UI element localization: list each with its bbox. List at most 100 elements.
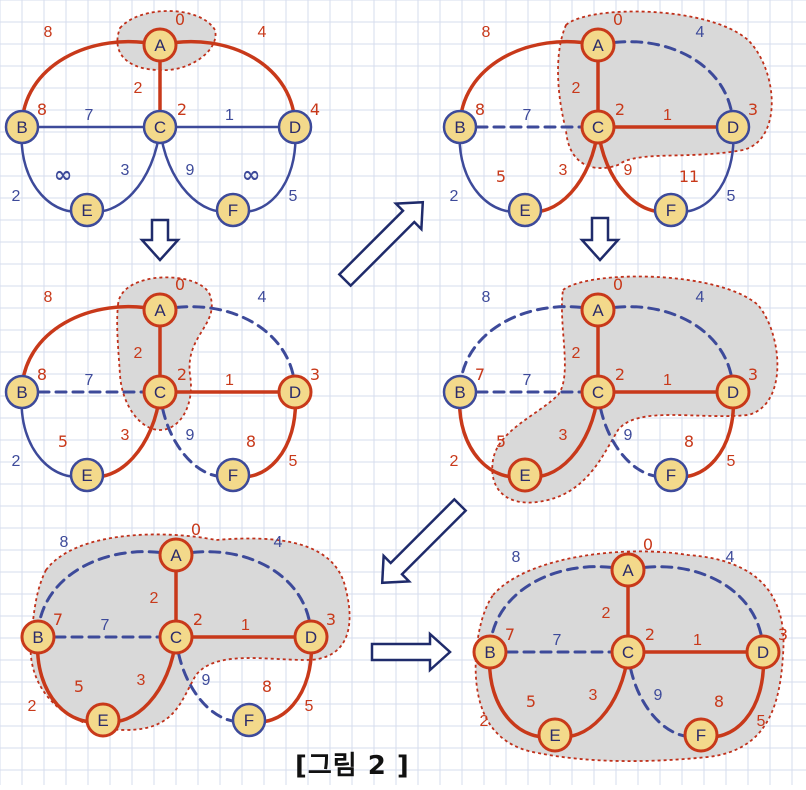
weight-label-ac: 2 (572, 80, 581, 97)
edge-ad (596, 40, 735, 129)
weight-label-bc: 7 (85, 372, 94, 389)
weight-label-cf: 9 (624, 162, 633, 179)
node-label-c: C (592, 383, 604, 402)
node-label-d: D (757, 643, 769, 662)
weight-label-ce: 3 (121, 427, 130, 444)
edge-ad (626, 565, 765, 654)
weight-label-cf: 9 (186, 427, 195, 444)
node-label-f: F (666, 466, 676, 485)
weight-label-be: 2 (450, 188, 459, 205)
edge-ad (158, 39, 297, 129)
weight-label-be: 2 (12, 453, 21, 470)
node-e (69, 457, 105, 493)
weight-label-cf: 9 (186, 162, 195, 179)
arrow-shape (579, 216, 621, 262)
weight-label-cd: 1 (693, 632, 702, 649)
node-f (215, 457, 251, 493)
weight-label-be: 2 (450, 453, 459, 470)
weight-label-df: 5 (289, 188, 298, 205)
weight-label-df: 5 (305, 698, 314, 715)
edge-ad (596, 305, 735, 394)
weight-label-cf: 9 (654, 687, 663, 704)
weight-label-ce: 3 (559, 427, 568, 444)
node-label-b: B (32, 628, 43, 647)
weight-label-ce: 3 (137, 672, 146, 689)
node-label-e: E (81, 201, 92, 220)
known-region (491, 275, 779, 504)
diagonal-up-arrow-icon (337, 200, 425, 288)
weight-label-ad: 4 (726, 549, 735, 566)
node-label-f: F (666, 201, 676, 220)
node-d (745, 634, 781, 670)
node-e (507, 457, 543, 493)
weight-label-ac: 2 (134, 80, 143, 97)
node-f (231, 702, 267, 738)
distance-label-c: 2 (193, 610, 203, 629)
weight-label-ab: 8 (60, 534, 69, 551)
edge-cf (174, 635, 251, 724)
node-label-f: F (228, 466, 238, 485)
weight-label-be: 2 (28, 698, 37, 715)
node-label-e: E (81, 466, 92, 485)
figure-caption: [그림 2 ] (295, 751, 410, 781)
distance-label-f: 8 (246, 432, 256, 451)
arrow-shape (380, 497, 468, 585)
node-label-c: C (154, 383, 166, 402)
node-e (69, 192, 105, 228)
node-d (293, 619, 329, 655)
node-label-e: E (519, 466, 530, 485)
distance-label-e: ∞ (54, 163, 72, 188)
edge-ab (36, 550, 178, 639)
arrow-shape (139, 218, 181, 262)
weight-label-df: 5 (727, 453, 736, 470)
weight-label-bc: 7 (101, 617, 110, 634)
node-b (442, 374, 478, 410)
node-label-b: B (454, 383, 465, 402)
distance-label-e: 5 (74, 677, 84, 696)
edge-cf (596, 390, 673, 479)
distance-label-b: 7 (53, 610, 63, 629)
distance-label-b: 7 (505, 625, 515, 644)
weight-label-ad: 4 (696, 24, 705, 41)
node-c (580, 374, 616, 410)
node-f (683, 717, 719, 753)
node-a (610, 552, 646, 588)
node-label-b: B (16, 383, 27, 402)
node-d (277, 374, 313, 410)
weight-label-bc: 7 (523, 107, 532, 124)
distance-label-b: 8 (475, 100, 485, 119)
node-label-c: C (592, 118, 604, 137)
distance-label-a: 0 (191, 520, 201, 539)
node-label-b: B (16, 118, 27, 137)
node-c (142, 109, 178, 145)
node-label-a: A (622, 561, 634, 580)
node-label-a: A (154, 36, 166, 55)
edge-ad (174, 550, 313, 639)
distance-label-f: ∞ (242, 163, 260, 188)
node-c (580, 109, 616, 145)
edge-ab (458, 305, 600, 394)
weight-label-ad: 4 (258, 289, 267, 306)
node-label-f: F (228, 201, 238, 220)
weight-label-cf: 9 (624, 427, 633, 444)
node-label-f: F (244, 711, 254, 730)
node-label-e: E (519, 201, 530, 220)
weight-label-ad: 4 (274, 534, 283, 551)
weight-label-ac: 2 (602, 605, 611, 622)
weight-label-ce: 3 (589, 687, 598, 704)
node-label-d: D (727, 383, 739, 402)
diagonal-down-arrow-icon (380, 497, 468, 585)
distance-label-f: 8 (262, 677, 272, 696)
weight-label-ce: 3 (121, 162, 130, 179)
distance-label-b: 7 (475, 365, 485, 384)
distance-label-f: 8 (684, 432, 694, 451)
node-a (580, 27, 616, 63)
node-label-b: B (454, 118, 465, 137)
node-label-d: D (727, 118, 739, 137)
